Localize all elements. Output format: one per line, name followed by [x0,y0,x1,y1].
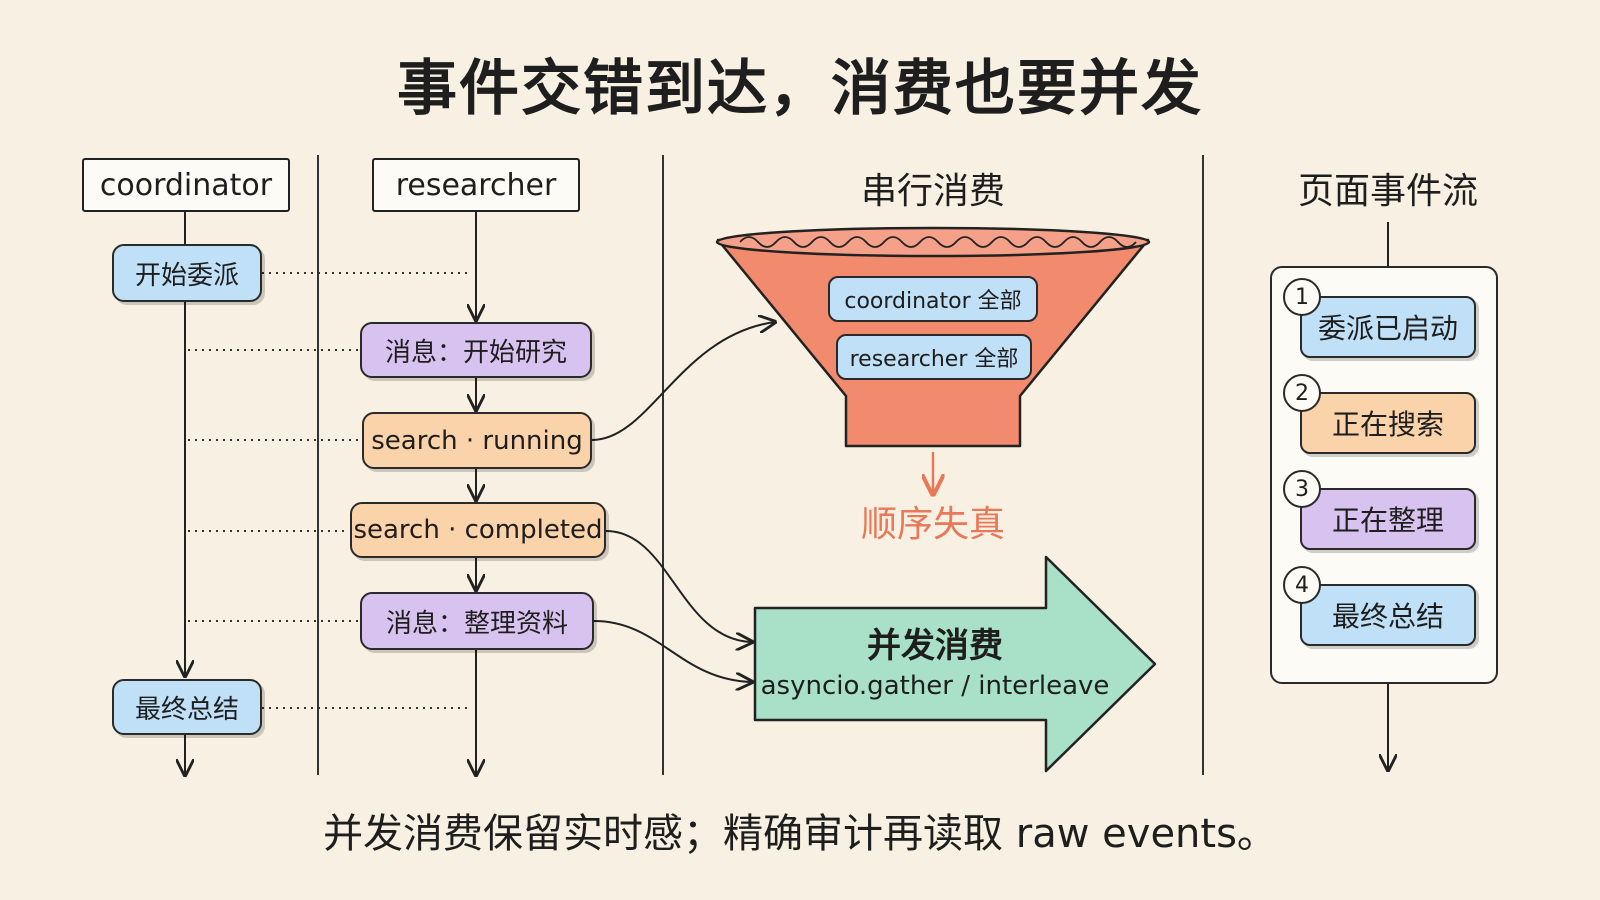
researcher-lane-header: researcher [372,158,580,212]
footer-caption: 并发消费保留实时感；精确审计再读取 raw events。 [323,811,1277,857]
timing-dotted-lines [188,272,472,709]
stream-step: 委派已启动 [1300,296,1476,358]
step-number-badge: 2 [1283,374,1321,412]
coordinator-event: 开始委派 [112,244,262,302]
distortion-label: 顺序失真 [860,504,1005,545]
step-number-badge: 3 [1283,470,1321,508]
funnel-item: researcher 全部 [836,334,1032,380]
to-concurrent-arrow [605,530,752,642]
funnel-item: coordinator 全部 [828,276,1038,322]
stream-step: 正在搜索 [1300,392,1476,454]
coordinator-event: 最终总结 [112,679,262,735]
concurrent-arrow-shape [753,555,1157,773]
to-serial-arrow [591,322,775,441]
to-concurrent-arrow [593,620,752,682]
stream-step: 最终总结 [1300,584,1476,646]
funnel-rim [715,226,1151,258]
step-number-badge: 4 [1283,566,1321,604]
researcher-event: 消息：整理资料 [360,592,594,650]
researcher-event: 消息：开始研究 [360,322,592,378]
stream-step: 正在整理 [1300,488,1476,550]
step-number-badge: 1 [1283,278,1321,316]
researcher-event: search · completed [350,502,606,558]
researcher-event: search · running [362,412,592,469]
serial-label: 串行消费 [860,171,1005,212]
concurrent-label: 并发消费 [867,625,1003,666]
page-stream-label: 页面事件流 [1297,171,1478,212]
coordinator-lane-header: coordinator [82,158,290,212]
page-title: 事件交错到达，消费也要并发 [397,53,1203,124]
concurrent-sub-label: asyncio.gather / interleave [760,671,1110,701]
